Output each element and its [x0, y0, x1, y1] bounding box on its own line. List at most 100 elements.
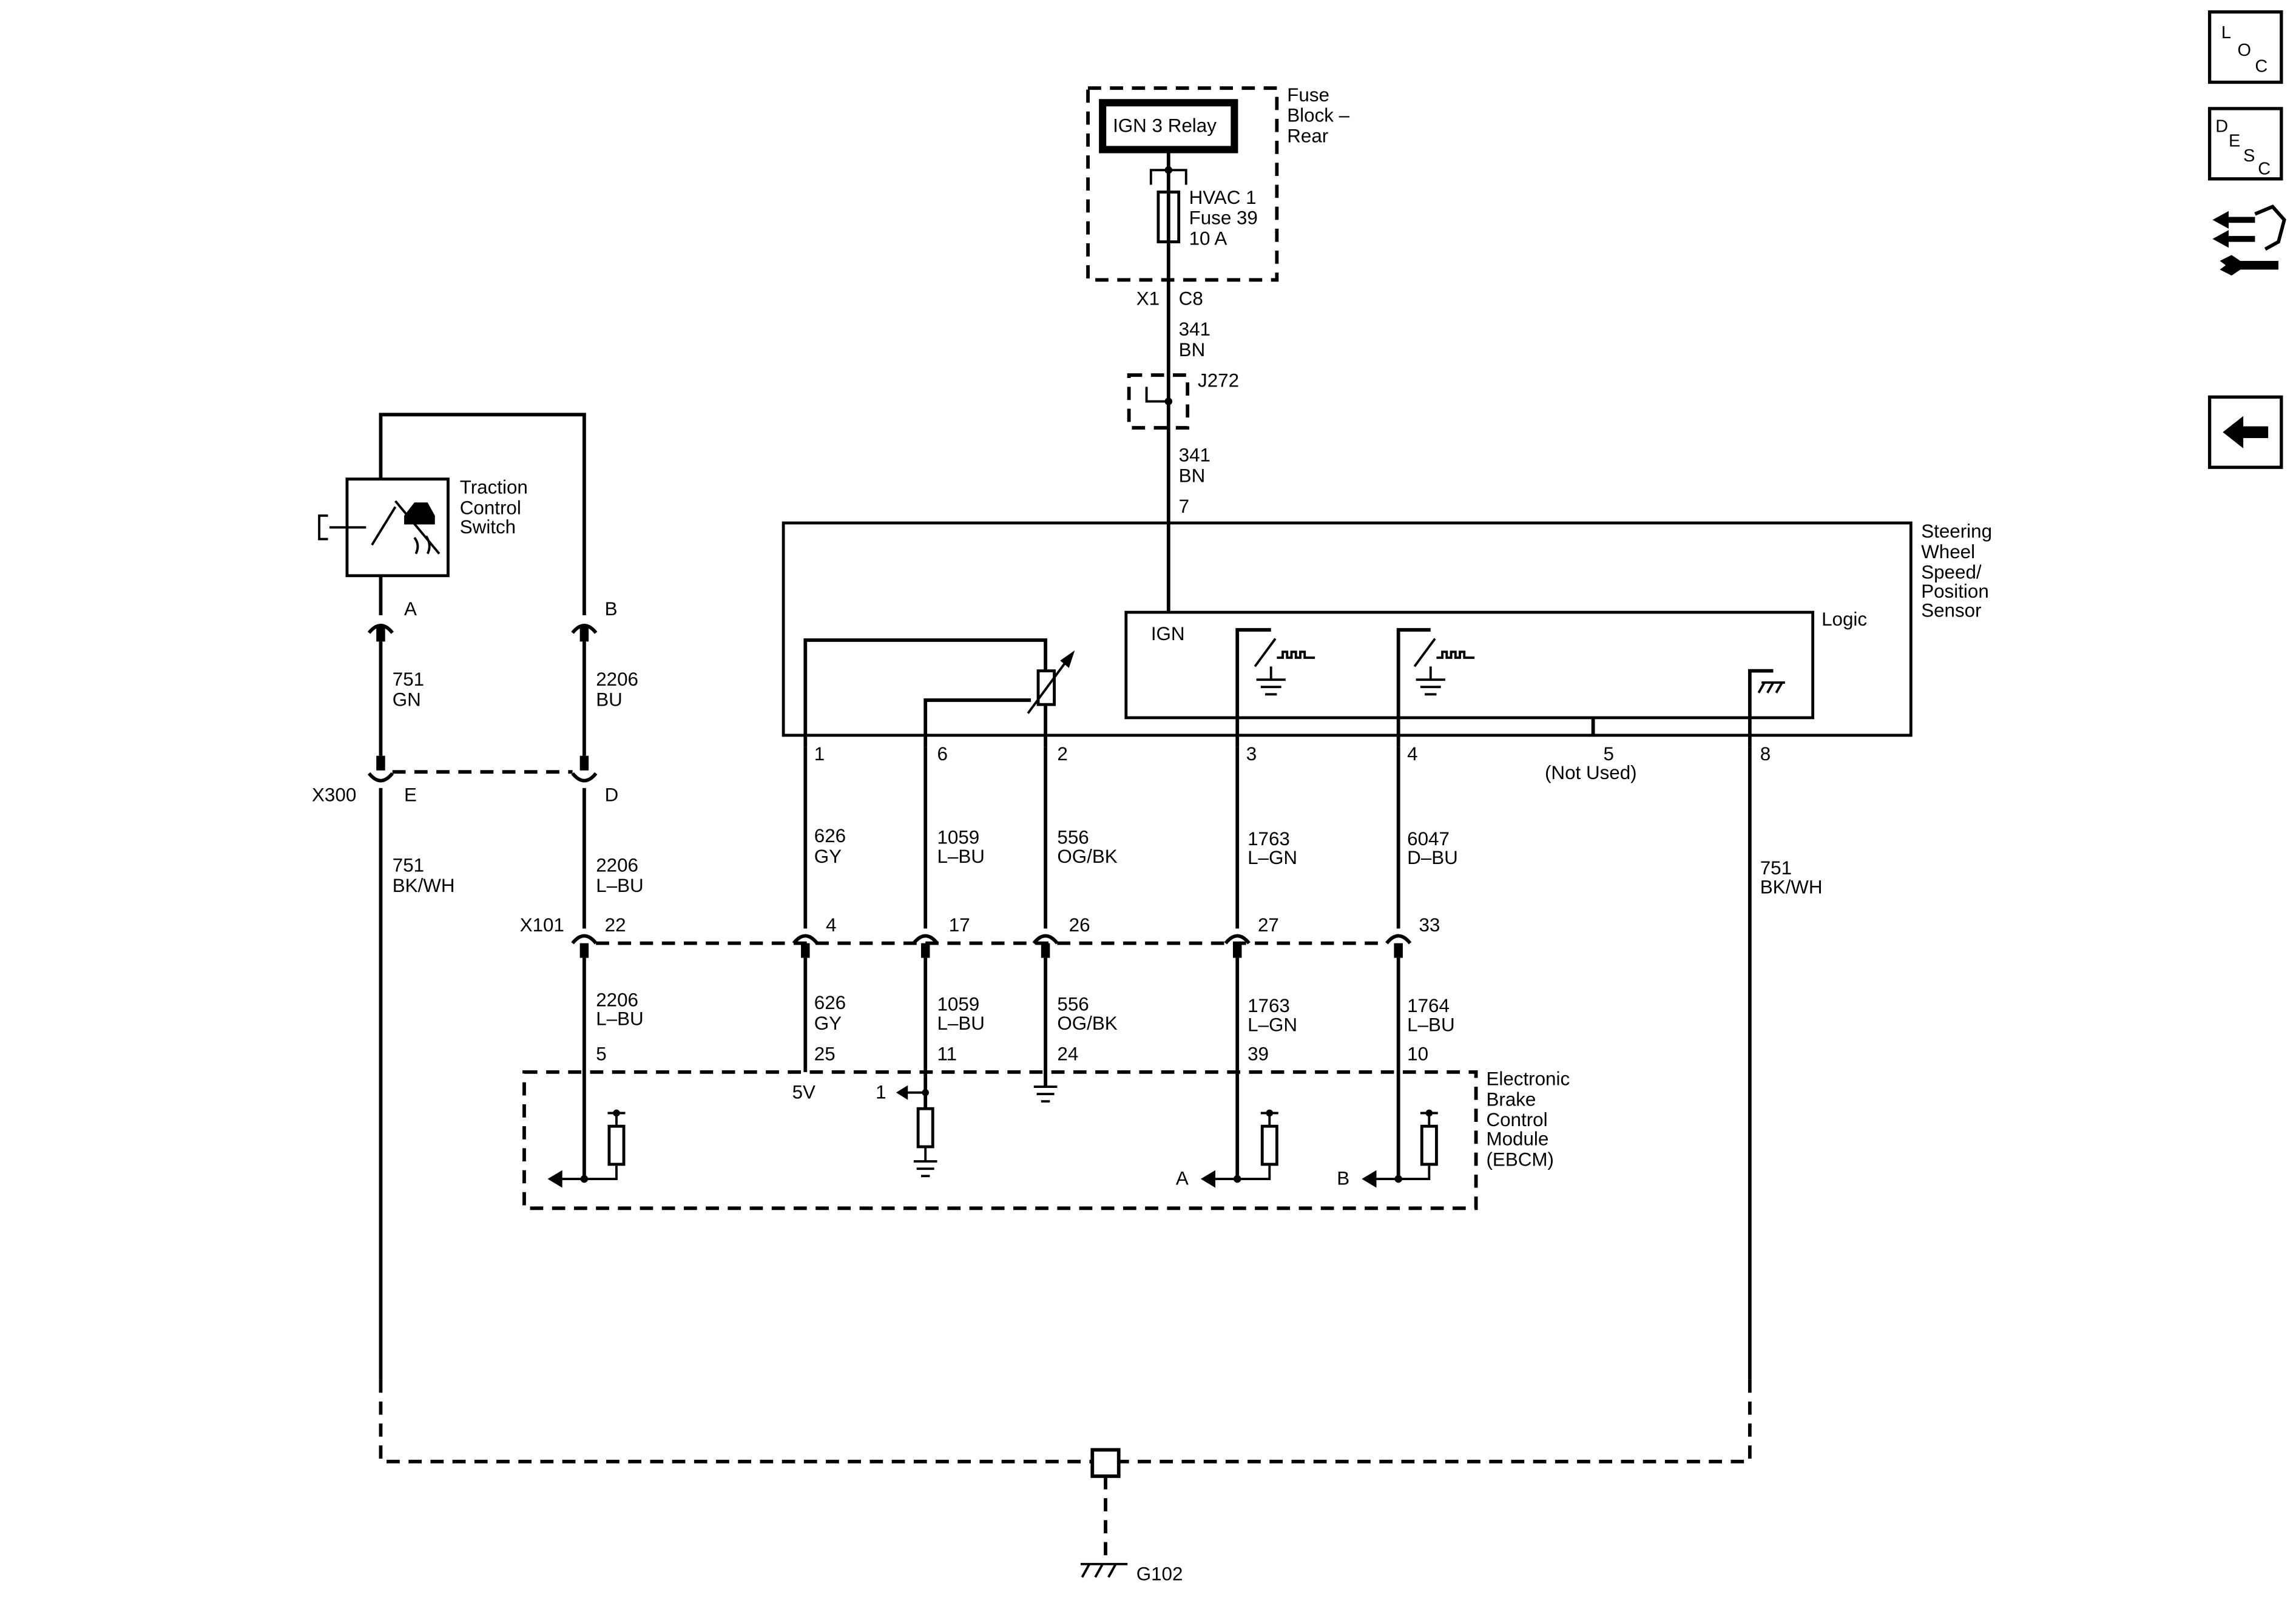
- loc-letter-l: L: [2221, 23, 2231, 42]
- wire-low-4-color: OG/BK: [1057, 1013, 1117, 1034]
- x300-pin-d-label: D: [605, 784, 619, 805]
- ebcm-pin-39-label: 39: [1248, 1044, 1269, 1065]
- loc-letter-o: O: [2237, 41, 2251, 60]
- ebcm-title-2: Brake: [1486, 1089, 1536, 1110]
- wire-low-3-circuit: 1059: [937, 994, 979, 1015]
- wire-low-5-circuit: 1763: [1248, 995, 1290, 1016]
- sensor-pin-7-label: 7: [1179, 496, 1189, 517]
- sensor-title-4: Position: [1921, 581, 1989, 602]
- wire-low-1-circuit: 2206: [596, 989, 638, 1010]
- wire-low-6-color: L–BU: [1407, 1014, 1454, 1035]
- wire-mid-5-circuit: 556: [1057, 826, 1089, 848]
- wire-341-color-b: BN: [1179, 465, 1206, 486]
- wire-top-1-color: GN: [393, 689, 421, 711]
- fuse-label-2: Fuse 39: [1189, 208, 1258, 229]
- wire-mid-2-color: L–BU: [596, 875, 643, 896]
- x1-connector-label: X1: [1136, 288, 1160, 309]
- ebcm-title-4: Module: [1486, 1129, 1548, 1150]
- wire-low-4-circuit: 556: [1057, 994, 1089, 1015]
- back-arrow-icon: [2223, 416, 2269, 448]
- sensor-pin-8-label: 8: [1760, 743, 1771, 765]
- traction-control-switch: Traction Control Switch A B: [318, 413, 618, 619]
- desc-button[interactable]: D E S C: [2207, 107, 2283, 181]
- fuse-block-title-3: Rear: [1287, 125, 1328, 146]
- wire-mid-5-color: OG/BK: [1057, 846, 1117, 867]
- steering-wheel-sensor: Steering Wheel Speed/ Position Sensor Lo…: [782, 521, 1992, 783]
- ebcm-pin-25-label: 25: [814, 1044, 836, 1065]
- ebcm-title-1: Electronic: [1486, 1068, 1570, 1090]
- x101-pin-4-label: 4: [826, 914, 836, 936]
- fuse-label-1: HVAC 1: [1189, 187, 1257, 208]
- loc-button[interactable]: L O C: [2207, 10, 2283, 84]
- tcs-title-3: Switch: [460, 516, 516, 538]
- fuse-label-3: 10 A: [1189, 228, 1227, 249]
- traction-control-icon: [394, 500, 441, 555]
- x101-pin-27-label: 27: [1258, 914, 1279, 936]
- ground-g102: G102: [379, 1379, 1752, 1584]
- wire-mid-2-circuit: 2206: [596, 854, 638, 876]
- x101-pin-17-label: 17: [949, 914, 970, 936]
- wire-mid-3-circuit: 626: [814, 825, 846, 846]
- c8-pin-label: C8: [1179, 288, 1203, 309]
- x300-pin-e-label: E: [404, 784, 417, 805]
- ebcm-pin-11-label: 11: [937, 1044, 957, 1065]
- wire-mid-3-color: GY: [814, 846, 842, 867]
- wire-341-color-a: BN: [1179, 339, 1206, 360]
- wire-mid-8-color: BK/WH: [1760, 876, 1823, 897]
- ebcm-ref-b-label: B: [1337, 1168, 1349, 1189]
- ebcm-pin-5-label: 5: [596, 1044, 606, 1065]
- sensor-pin-1-label: 1: [814, 743, 825, 765]
- wire-mid-6-color: L–GN: [1248, 847, 1297, 868]
- desc-letter-d: D: [2215, 117, 2228, 137]
- ebcm-module: Electronic Brake Control Module (EBCM) 5…: [522, 1044, 1570, 1210]
- ebcm-pin-24-label: 24: [1057, 1044, 1078, 1065]
- desc-letter-e: E: [2229, 132, 2240, 151]
- back-button[interactable]: [2207, 395, 2283, 469]
- x101-pin-33-label: 33: [1419, 914, 1440, 936]
- wire-low-5-color: L–GN: [1248, 1014, 1297, 1035]
- g102-label: G102: [1136, 1563, 1183, 1584]
- fuse-block-rear: IGN 3 Relay Fuse Block – Rear HVAC 1 Fus…: [1086, 84, 1350, 309]
- sensor-pin-2-label: 2: [1057, 743, 1067, 765]
- wire-low-2-color: GY: [814, 1013, 842, 1034]
- connector-repair-icon[interactable]: [2212, 204, 2286, 276]
- wire-mid-1-color: BK/WH: [393, 875, 455, 896]
- wire-mid-1-circuit: 751: [393, 854, 424, 876]
- ebcm-ref-a-label: A: [1176, 1168, 1189, 1189]
- circuit-341: 341 BN J272 341 BN 7: [1127, 241, 1239, 613]
- x101-pin-26-label: 26: [1069, 914, 1090, 936]
- ign-label: IGN: [1151, 623, 1185, 644]
- wire-mid-7-color: D–BU: [1407, 847, 1458, 868]
- wire-top-2-circuit: 2206: [596, 669, 638, 690]
- wire-low-1-color: L–BU: [596, 1008, 643, 1030]
- wire-mid-7-circuit: 6047: [1407, 828, 1450, 849]
- logic-label: Logic: [1822, 609, 1867, 630]
- sensor-title-5: Sensor: [1921, 599, 1981, 621]
- ebcm-5v-label: 5V: [792, 1081, 815, 1102]
- fuse-block-title-1: Fuse: [1287, 84, 1329, 106]
- ebcm-title-5: (EBCM): [1486, 1149, 1554, 1170]
- sensor-pin-5-not-used: (Not Used): [1545, 762, 1637, 783]
- sensor-title-2: Wheel: [1921, 541, 1975, 562]
- wire-341-number-a: 341: [1179, 319, 1210, 340]
- wire-mid-8-circuit: 751: [1760, 857, 1792, 879]
- tcs-pin-b-label: B: [605, 598, 618, 619]
- wire-low-3-color: L–BU: [937, 1013, 984, 1034]
- tcs-title-2: Control: [460, 497, 521, 518]
- wire-top-2-color: BU: [596, 689, 623, 711]
- wire-low-2-circuit: 626: [814, 992, 846, 1013]
- tcs-pin-a-label: A: [404, 598, 417, 619]
- splice-j272-label: J272: [1198, 370, 1239, 391]
- sensor-pin-3-label: 3: [1246, 743, 1257, 765]
- ebcm-title-3: Control: [1486, 1109, 1547, 1130]
- wire-mid-4-color: L–BU: [937, 846, 984, 867]
- desc-letter-c: C: [2258, 160, 2271, 179]
- sensor-pin-4-label: 4: [1407, 743, 1417, 765]
- tcs-title-1: Traction: [460, 477, 528, 498]
- x300-label: X300: [312, 784, 356, 805]
- ebcm-ref-1-label: 1: [876, 1081, 886, 1102]
- wire-low-6-circuit: 1764: [1407, 995, 1450, 1016]
- x101-label: X101: [520, 914, 564, 936]
- loc-letter-c: C: [2255, 57, 2267, 76]
